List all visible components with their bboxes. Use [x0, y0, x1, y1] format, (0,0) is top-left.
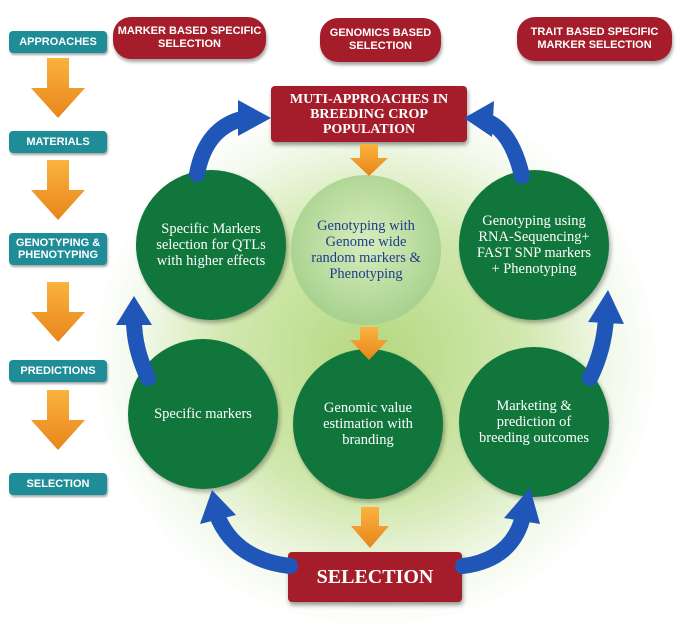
header-marker-based-label: MARKER BASED SPECIFIC SELECTION: [117, 25, 262, 50]
circle-top-right-label: Genotyping using RNA-Sequencing+ FAST SN…: [476, 213, 592, 277]
step-approaches: APPROACHES: [9, 31, 107, 53]
arrowhead-icon: [588, 290, 624, 324]
down-arrow-icon: [351, 507, 389, 548]
header-trait-based-label: TRAIT BASED SPECIFIC MARKER SELECTION: [530, 26, 659, 51]
arrowhead-icon: [238, 100, 271, 136]
curved-arrow-icon: [126, 312, 156, 386]
circle-top-center: Genotyping with Genome wide random marke…: [291, 175, 441, 325]
circle-bottom-center: Genomic value estimation with branding: [293, 349, 443, 499]
header-trait-based: TRAIT BASED SPECIFIC MARKER SELECTION: [517, 17, 672, 61]
step-genotyping-phenotyping: GENOTYPING & PHENOTYPING: [9, 233, 107, 265]
step-predictions-label: PREDICTIONS: [20, 365, 96, 377]
step-materials-label: MATERIALS: [26, 136, 90, 148]
circle-bottom-left: Specific markers: [128, 339, 278, 489]
center-top-box: MUTI-APPROACHES IN BREEDING CROP POPULAT…: [271, 86, 467, 142]
circle-bottom-right-label: Marketing & prediction of breeding outco…: [479, 398, 589, 446]
down-arrow-icon: [350, 327, 388, 360]
arrowhead-icon: [116, 296, 152, 325]
selection-box: SELECTION: [288, 552, 462, 602]
circle-bottom-center-label: Genomic value estimation with branding: [323, 400, 413, 448]
down-arrow-icon: [350, 144, 388, 176]
down-arrow-icon: [31, 282, 85, 342]
down-arrow-icon: [31, 58, 85, 118]
step-materials: MATERIALS: [9, 131, 107, 153]
step-genotyping-label: GENOTYPING & PHENOTYPING: [15, 237, 101, 261]
step-selection: SELECTION: [9, 473, 107, 495]
circle-bottom-right: Marketing & prediction of breeding outco…: [459, 347, 609, 497]
header-marker-based: MARKER BASED SPECIFIC SELECTION: [113, 17, 266, 59]
step-approaches-label: APPROACHES: [19, 36, 97, 48]
circle-top-left-label: Specific Markers selection for QTLs with…: [156, 221, 266, 269]
circle-top-left: Specific Markers selection for QTLs with…: [136, 170, 286, 320]
arrowhead-icon: [504, 488, 540, 524]
header-genomics-based: GENOMICS BASED SELECTION: [320, 18, 441, 62]
circle-bottom-left-label: Specific markers: [154, 406, 252, 422]
header-genomics-based-label: GENOMICS BASED SELECTION: [329, 27, 432, 52]
curved-arrow-icon: [455, 512, 530, 574]
arrowhead-icon: [464, 101, 494, 137]
step-predictions: PREDICTIONS: [9, 360, 107, 382]
step-selection-label: SELECTION: [26, 478, 90, 490]
down-arrow-icon: [31, 160, 85, 220]
down-arrow-icon: [31, 390, 85, 450]
curved-arrow-icon: [582, 310, 614, 386]
center-top-label: MUTI-APPROACHES IN BREEDING CROP POPULAT…: [289, 91, 449, 137]
circle-top-center-label: Genotyping with Genome wide random marke…: [311, 218, 421, 282]
curved-arrow-icon: [211, 512, 298, 574]
selection-box-label: SELECTION: [316, 565, 434, 588]
arrowhead-icon: [200, 490, 236, 524]
circle-top-right: Genotyping using RNA-Sequencing+ FAST SN…: [459, 170, 609, 320]
